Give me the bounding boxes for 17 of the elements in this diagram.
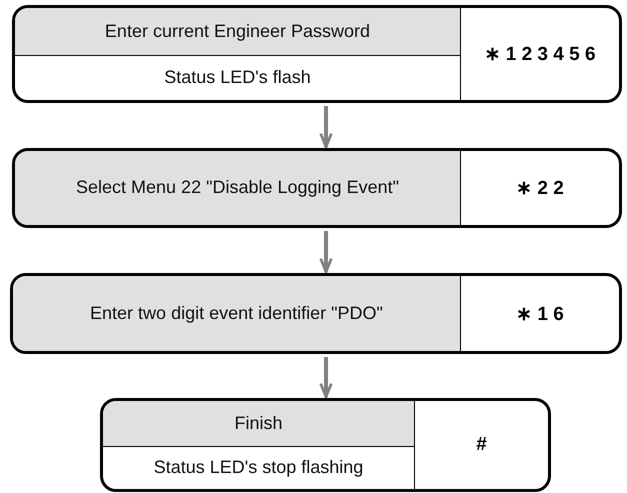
step-instruction: Enter two digit event identifier "PDO" [13,276,460,351]
step-box [12,5,622,103]
key-sequence: ∗ 1 2 3 4 5 6 [484,43,596,66]
step-instruction: Select Menu 22 "Disable Logging Event" [15,151,460,225]
key-sequence: ∗ 2 2 [516,177,564,200]
key-sequence: # [476,434,487,456]
arrow [319,106,333,148]
step-box [12,148,622,228]
arrow [319,357,333,398]
status-note: Status LED's flash [15,55,460,100]
step-instruction: Enter current Engineer Password [15,8,460,55]
key-sequence: ∗ 1 6 [516,302,564,326]
step-instruction: Finish [103,401,414,446]
step-box [100,398,551,492]
step-box [10,273,622,354]
arrow [319,231,333,274]
status-note: Status LED's stop flashing [103,446,414,489]
